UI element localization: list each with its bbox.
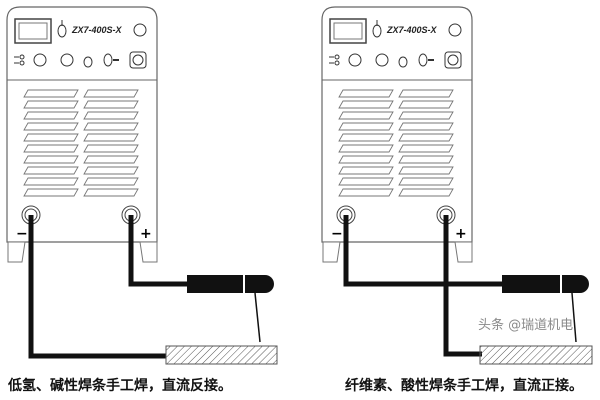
model-label: ZX7-400S-X [71,25,123,35]
electrode-holder-right [502,275,589,343]
workpiece-left [165,345,278,365]
caption-left: 低氢、碱性焊条手工焊，直流反接。 [8,378,232,394]
cables-left [28,215,188,359]
cables-right [343,215,505,357]
welder-machine-left: ZX7-400S-X − + [6,6,158,263]
positive-terminal-label: + [455,226,467,242]
model-label: ZX7-400S-X [386,25,438,35]
negative-terminal-label: − [16,226,28,242]
workpiece-right [479,345,593,365]
electrode-holder-left [187,275,274,343]
negative-terminal-label: − [331,226,343,242]
watermark: 头条 @瑞道机电 [478,318,574,333]
welder-machine-right: ZX7-400S-X − + [321,6,473,263]
positive-terminal-label: + [140,226,152,242]
caption-right: 纤维素、酸性焊条手工焊，直流正接。 [345,378,583,394]
